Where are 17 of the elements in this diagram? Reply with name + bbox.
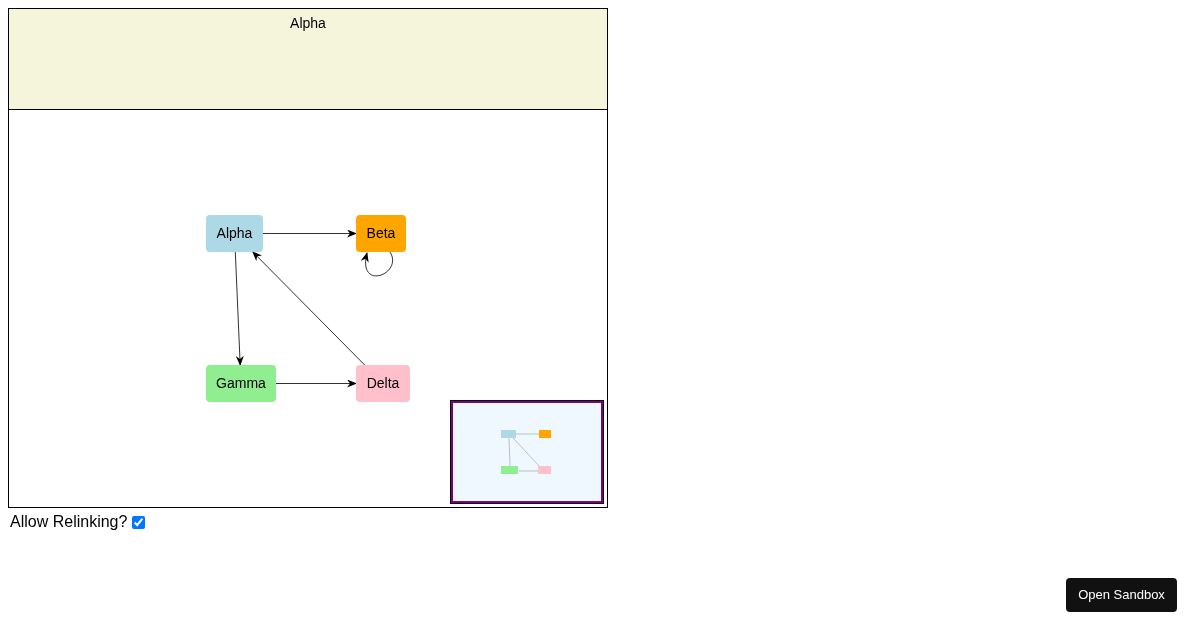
node-box — [206, 215, 263, 252]
arrow — [252, 251, 366, 366]
node-label: Beta — [366, 224, 396, 243]
node-label: Alpha — [290, 14, 326, 33]
inspector-panel — [8, 8, 608, 110]
arrow — [361, 251, 393, 277]
node-label: Delta — [366, 374, 400, 393]
arrow — [234, 251, 244, 366]
node-box — [356, 215, 406, 252]
node-label: Gamma — [216, 374, 266, 393]
open-sandbox-button: Open Sandbox — [1066, 578, 1177, 612]
checkbox-label: Allow Relinking? — [10, 512, 128, 532]
node-label: Alpha — [216, 224, 253, 243]
node-box — [206, 365, 276, 402]
node-box — [356, 365, 410, 402]
arrow — [275, 379, 357, 388]
arrow — [262, 229, 357, 238]
